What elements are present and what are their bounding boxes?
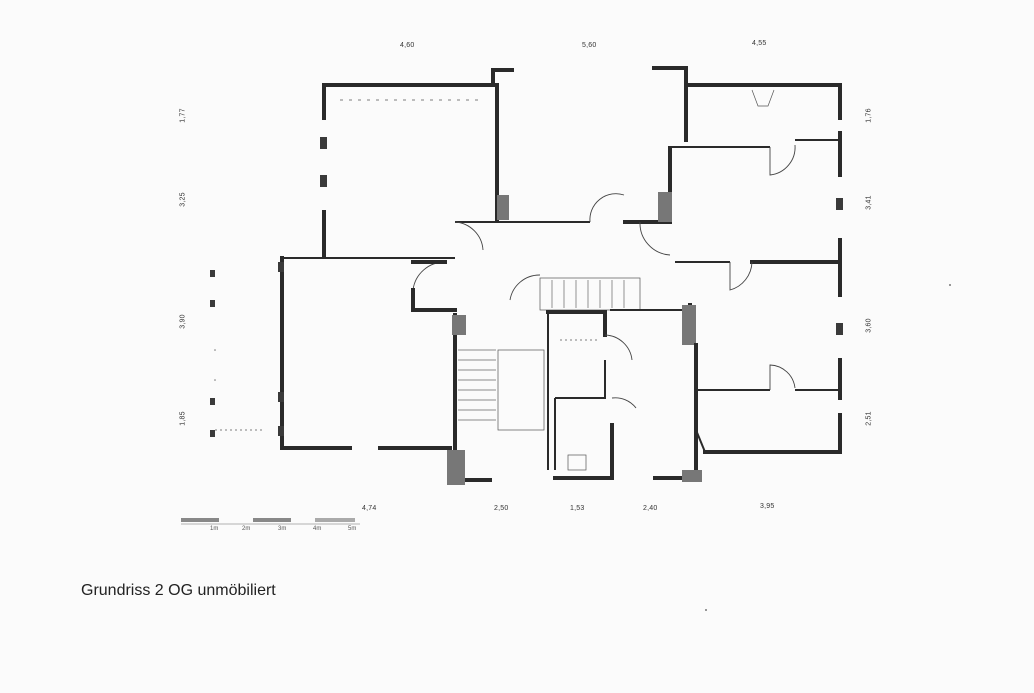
dimension-bottom-4: 2,40: [643, 505, 658, 512]
stair-core: [447, 277, 641, 485]
dimension-right-2: 3,41: [865, 195, 873, 210]
scale-label-3: 3m: [278, 526, 287, 532]
scale-label-5: 5m: [348, 526, 357, 532]
dimension-right-4: 2,51: [865, 411, 873, 426]
dimension-right-1: 1,76: [865, 108, 873, 123]
dimension-bottom-1: 4,74: [362, 505, 377, 512]
dimension-right-3: 3,60: [865, 318, 873, 333]
room-bath: [546, 310, 637, 480]
room-left: [210, 256, 457, 450]
room-upper-left: [320, 68, 590, 257]
corridor-doors: [412, 193, 671, 301]
dimension-left-1: 1,77: [179, 108, 187, 123]
room-upper-right: [623, 66, 843, 224]
scale-label-1: 1m: [210, 526, 219, 532]
dimension-bottom-3: 1,53: [570, 505, 585, 512]
dimension-bottom-2: 2,50: [494, 505, 509, 512]
scale-label-2: 2m: [242, 526, 251, 532]
dimension-top-1: 4,60: [400, 42, 415, 49]
dimension-left-4: 1,85: [179, 411, 187, 426]
scale-label-4: 4m: [313, 526, 322, 532]
scale-bar: [181, 518, 360, 525]
dimension-top-3: 4,55: [752, 40, 767, 47]
dimension-left-2: 3,25: [179, 192, 187, 207]
dimension-left-3: 3,90: [179, 314, 187, 329]
dimension-top-2: 5,60: [582, 42, 597, 49]
room-lower-right: [610, 238, 843, 482]
plan-caption: Grundriss 2 OG unmöbiliert: [81, 582, 276, 599]
dimension-bottom-5: 3,95: [760, 503, 775, 510]
